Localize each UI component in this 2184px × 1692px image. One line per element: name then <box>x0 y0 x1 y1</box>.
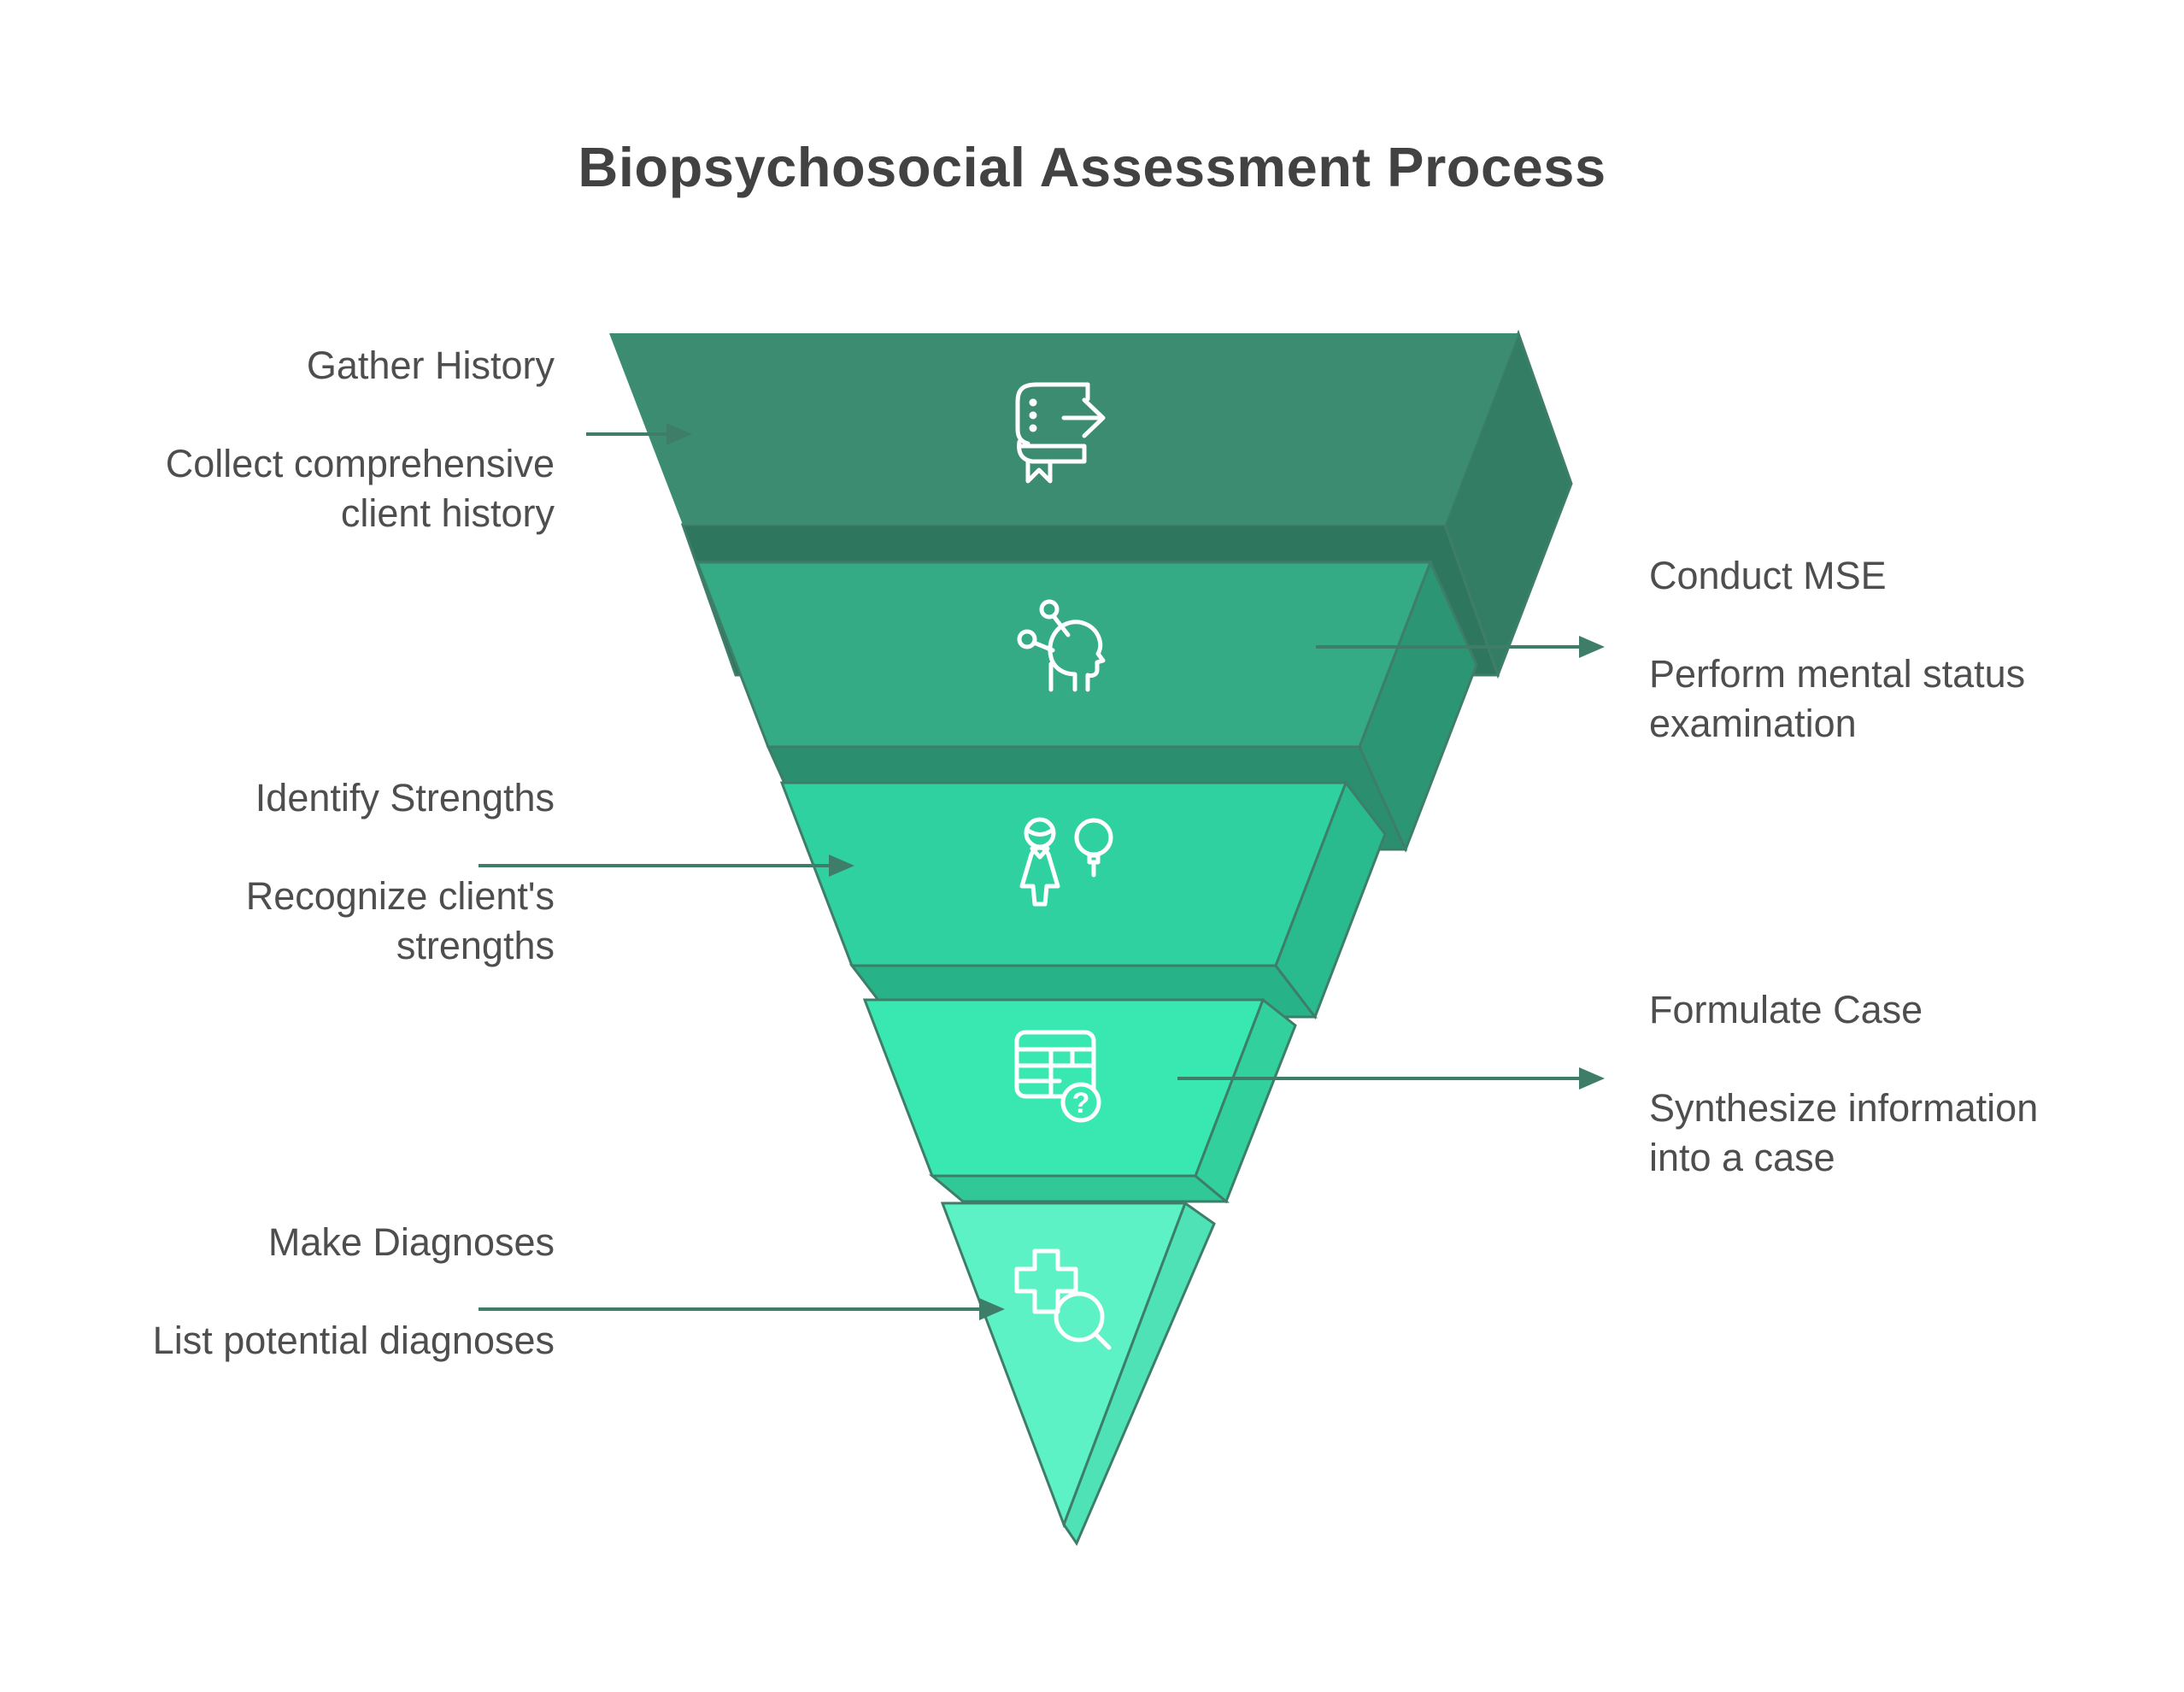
tier-3 <box>779 779 1387 1020</box>
tier-3-description-line-2: strengths <box>396 924 555 967</box>
tier-3-description-line-1: Recognize client's <box>245 874 555 918</box>
head-mind-icon <box>1017 599 1106 692</box>
tier-3-face <box>779 781 1348 967</box>
tier-4-label: Formulate Case <box>1649 988 1923 1031</box>
tier-2-label: Conduct MSE <box>1649 554 1887 597</box>
person-balloon-icon <box>1019 817 1113 907</box>
callout-formulate-case: Formulate Case Synthesize information in… <box>1649 988 2038 1183</box>
tier-5-description-line-1: List potential diagnoses <box>152 1319 555 1362</box>
callout-conduct-mse: Conduct MSE Perform mental status examin… <box>1649 554 2025 749</box>
tier-5 <box>940 1201 1216 1547</box>
tier-1-description-line-1: Collect comprehensive <box>165 442 555 485</box>
tier-4-bottom-face <box>928 1174 1230 1203</box>
tier-1-face <box>609 333 1518 525</box>
cross-magnifier-icon <box>1014 1248 1112 1350</box>
callout-gather-history: Gather History Collect comprehensive cli… <box>166 344 555 538</box>
tier-5-label: Make Diagnoses <box>267 1220 555 1264</box>
tier-1-label: Gather History <box>306 344 555 387</box>
callout-identify-strengths: Identify Strengths Recognize client's st… <box>246 776 555 971</box>
tier-4-description-line-2: into a case <box>1649 1136 1835 1179</box>
tier-2-face <box>695 561 1433 749</box>
tier-5-face <box>940 1201 1188 1529</box>
tier-2-description-line-1: Perform mental status <box>1649 652 2026 696</box>
tier-4: ? <box>862 997 1297 1204</box>
table-question-icon: ? <box>1014 1030 1101 1123</box>
tier-4-description-line-1: Synthesize information <box>1649 1086 2039 1130</box>
callout-make-diagnoses: Make Diagnoses List potential diagnoses <box>153 1220 555 1366</box>
book-export-icon <box>1015 382 1106 484</box>
page-title: Biopsychosocial Assessment Process <box>578 136 1606 198</box>
tier-2-description-line-2: examination <box>1649 702 1857 745</box>
tier-4-face <box>862 998 1265 1178</box>
svg-text:?: ? <box>1072 1087 1090 1119</box>
tier-3-label: Identify Strengths <box>255 776 555 820</box>
tier-1-description-line-2: client history <box>340 491 555 535</box>
